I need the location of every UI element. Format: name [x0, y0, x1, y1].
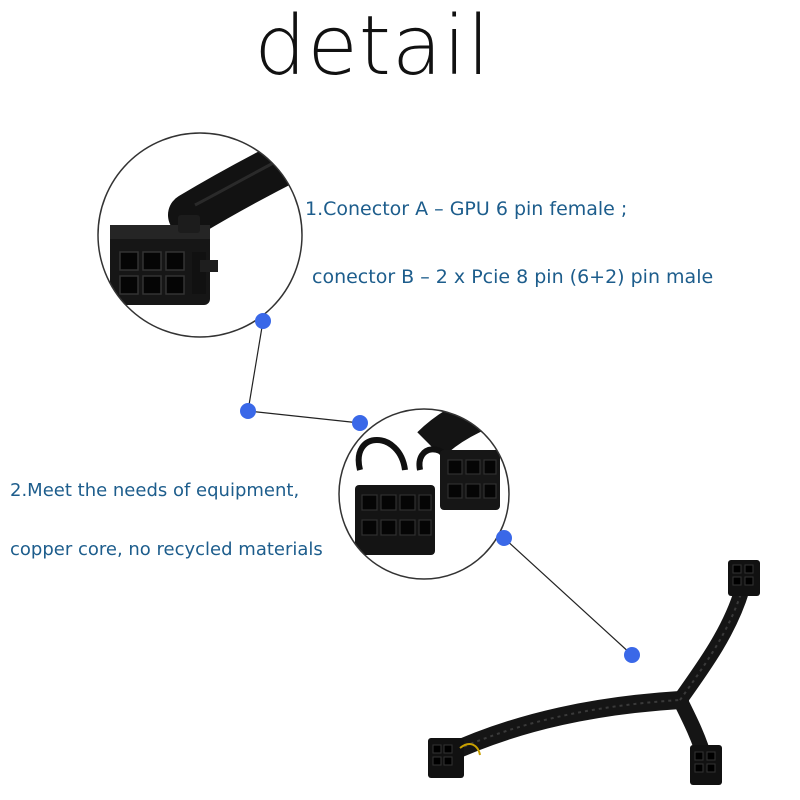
marker-dot	[240, 403, 256, 419]
zoom-circle-connector-a	[97, 132, 303, 338]
page-title: detail	[254, 0, 491, 94]
annotation-connector-a: 1.Conector A – GPU 6 pin female ;	[305, 198, 628, 220]
marker-dot	[624, 647, 640, 663]
annotation-connector-b: conector B – 2 x Pcie 8 pin (6+2) pin ma…	[312, 266, 714, 288]
callout-markers	[240, 313, 640, 663]
annotation-equipment-needs: 2.Meet the needs of equipment,	[10, 480, 300, 501]
marker-dot	[496, 530, 512, 546]
y-cable	[428, 560, 760, 785]
marker-dot	[352, 415, 368, 431]
marker-dot	[255, 313, 271, 329]
annotation-copper-core: copper core, no recycled materials	[10, 539, 323, 560]
callout-lines	[247, 320, 633, 656]
